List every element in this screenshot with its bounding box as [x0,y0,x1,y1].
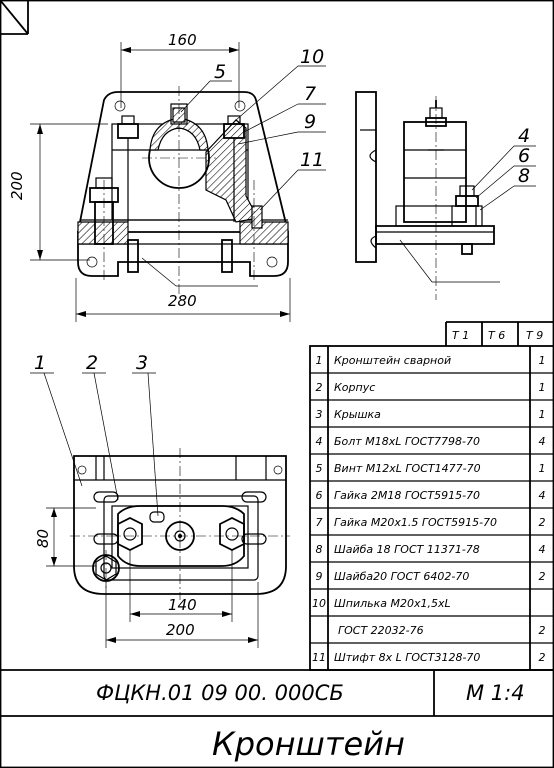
bom-position: 3 [316,408,323,421]
bom-quantity: 1 [539,381,546,394]
bom-name: Кронштейн сварной [334,354,451,367]
drawing-title: Кронштейн [212,725,405,763]
pos-label-2: 2 [86,352,98,374]
title-block: ФЦКН.01 09 00. 000СБ М 1:4 Кронштейн [96,681,525,763]
bill-of-materials: Т 1 Т 6 Т 9 1 Кронштейн сварной 1 2 Корпус 1 3… [309,321,554,671]
pos-label-4: 4 [518,125,530,147]
bom-quantity: 4 [539,543,546,556]
front-view-dimensions: 160 200 280 [8,31,291,322]
plan-view [70,448,290,600]
front-view-leaders: 5 10 7 9 11 [141,46,326,287]
pos-label-1: 1 [34,352,46,374]
dim-plan-height: 80 [34,529,52,548]
side-view [355,91,500,300]
dim-plan-outer: 200 [166,621,195,639]
plan-view-leaders: 1 2 3 [30,352,159,517]
drawing-scale: М 1:4 [466,681,525,705]
pos-label-3: 3 [136,352,148,374]
pos-label-7: 7 [304,83,316,105]
dim-front-width: 160 [168,31,197,49]
bom-position: 4 [316,435,323,448]
pos-label-11: 11 [300,149,324,171]
dim-front-base: 280 [168,292,197,310]
bom-name: Шайба 18 ГОСТ 11371-78 [334,543,480,556]
bom-name: Корпус [334,381,375,394]
format-col-1: Т 1 [452,329,469,342]
format-col-3: Т 9 [526,329,543,342]
bom-name: Шпилька М20х1,5хL [334,597,451,610]
plan-view-dimensions: 80 140 200 [34,507,259,648]
format-col-2: Т 6 [488,329,505,342]
bom-quantity: 2 [539,624,546,637]
bom-name: Гайка 2М18 ГОСТ5915-70 [334,489,480,502]
bom-name: Шайба20 ГОСТ 6402-70 [334,570,469,583]
bom-position: 7 [316,516,323,529]
bom-name: Крышка [334,408,381,421]
side-view-leaders: 4 6 8 [471,125,536,211]
bom-position: 5 [316,462,323,475]
pos-label-10: 10 [300,46,324,68]
bom-quantity: 1 [539,354,546,367]
bom-position: 10 [312,597,326,610]
bom-position: 6 [316,489,323,502]
bom-name: Болт М18хL ГОСТ7798-70 [334,435,480,448]
bom-quantity: 4 [539,435,546,448]
bom-position: 8 [316,543,323,556]
dim-plan-inner: 140 [168,596,197,614]
bom-quantity: 2 [539,651,546,664]
corner-mark-diag [0,0,29,35]
bom-quantity: 1 [539,408,546,421]
bom-position: 11 [312,651,326,664]
bom-quantity: 1 [539,462,546,475]
bom-quantity: 2 [539,516,546,529]
bom-quantity: 4 [539,489,546,502]
bom-name: Гайка М20х1.5 ГОСТ5915-70 [334,516,497,529]
bom-position: 2 [316,381,323,394]
bom-position: 9 [316,570,323,583]
front-view [77,86,289,296]
bom-quantity: 2 [539,570,546,583]
pos-label-6: 6 [518,145,530,167]
bom-position: 1 [316,354,323,367]
pos-label-9: 9 [304,111,316,133]
pos-label-8: 8 [518,165,530,187]
drawing-designation: ФЦКН.01 09 00. 000СБ [96,681,344,705]
bom-name: Винт М12хL ГОСТ1477-70 [334,462,481,475]
pos-label-5: 5 [214,61,226,83]
bom-name: Штифт 8х L ГОСТ3128-70 [334,651,480,664]
dim-front-height: 200 [8,171,26,200]
bom-name: ГОСТ 22032-76 [338,624,424,637]
